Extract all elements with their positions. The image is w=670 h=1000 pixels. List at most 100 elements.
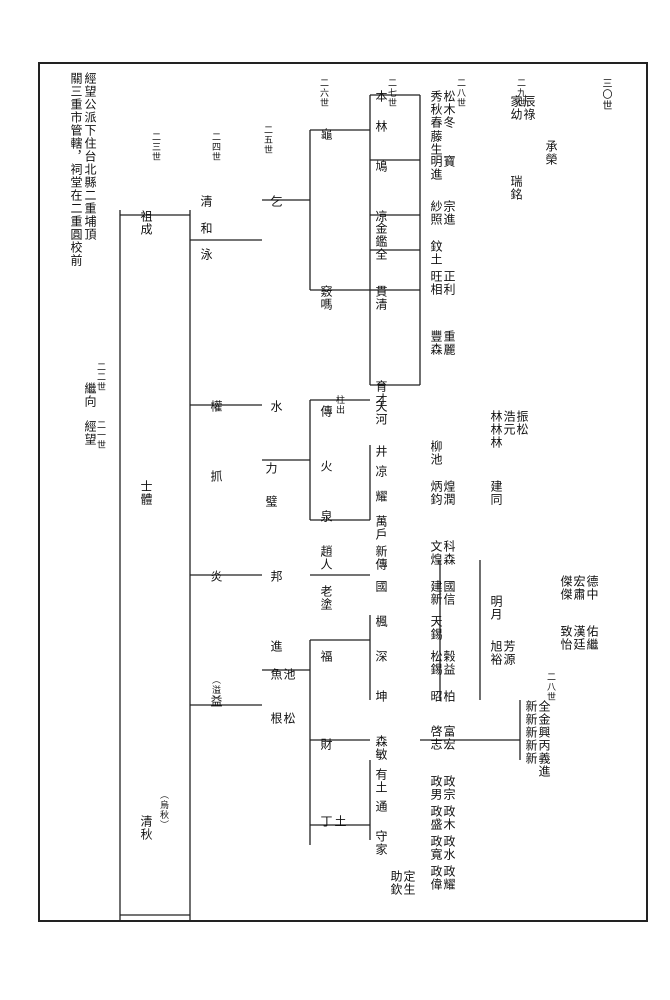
gen-21-label: 二一世	[95, 420, 105, 450]
zhua: 抓	[209, 470, 223, 483]
yan: 炎	[209, 570, 223, 583]
huo: 火	[319, 460, 333, 473]
yucai: 育才	[374, 380, 388, 406]
jinjian: 金鑑	[374, 222, 388, 248]
ji-ming: 竅嗎	[319, 285, 333, 311]
feng: 楓	[374, 615, 388, 628]
qingqiu: 清秋	[139, 815, 153, 841]
guoxin: 國信	[442, 580, 456, 606]
guo: 國	[374, 580, 388, 593]
xin-sub: 全金興丙義進	[537, 700, 551, 778]
songlang: 松錫	[429, 650, 443, 676]
zhengsheng: 政盛	[429, 805, 443, 831]
tong: 通	[374, 800, 388, 813]
li: 力	[264, 462, 278, 475]
zhengzong: 政宗	[442, 775, 456, 801]
gen-30-label: 三〇世	[600, 78, 611, 111]
page-frame	[38, 62, 648, 922]
mingyue: 明月	[489, 595, 503, 621]
zhongli: 重麗	[442, 330, 456, 356]
linlin: 林林林	[489, 410, 503, 449]
zhensong: 振松	[515, 410, 529, 436]
liuchi: 柳池	[429, 440, 443, 466]
xin-names: 新新新新新	[524, 700, 538, 765]
senmin: 森敏	[374, 735, 388, 761]
jiejie: 傑傑	[559, 575, 573, 601]
dezhong: 德中	[585, 575, 599, 601]
zongjin: 宗進	[442, 200, 456, 226]
header-line-2: 關三重市管轄，祠堂在二重圓校前	[69, 72, 83, 267]
jiayou: 家幼	[509, 95, 523, 121]
hanting: 漢廷	[572, 625, 586, 651]
gen-28-bottom: 二八世	[545, 672, 555, 702]
ding: 丁	[319, 815, 333, 828]
lin: 林	[374, 120, 388, 133]
zhu-chu: 柱出	[334, 395, 344, 415]
zhao: 昭	[429, 690, 443, 703]
zuchang: 祖成	[139, 210, 153, 236]
bang: 邦	[269, 570, 283, 583]
ruiming: 瑞銘	[509, 175, 523, 201]
ben: 本	[374, 90, 388, 103]
quan: 權	[209, 400, 223, 413]
zhengyao: 政耀	[442, 865, 456, 891]
zhuqin: 助欽	[389, 870, 403, 896]
dingsheng: 定生	[402, 870, 416, 896]
jing: 井	[374, 445, 388, 458]
laotu: 老塗	[319, 585, 333, 611]
zhengmu: 政木	[442, 805, 456, 831]
xiaozhao: 紗照	[429, 200, 443, 226]
wangxiang: 旺相	[429, 270, 443, 296]
youji: 佑繼	[585, 625, 599, 651]
gen-28-label: 二八世	[455, 78, 465, 108]
yao: 耀	[374, 490, 388, 503]
tu: 土	[333, 815, 347, 828]
gen-25-label: 二五世	[262, 125, 272, 155]
root-ji: 繼向	[83, 382, 97, 408]
chengrong: 承榮	[544, 140, 558, 166]
kesen: 科森	[442, 540, 456, 566]
gen: 根	[269, 712, 283, 725]
liang: 凉	[374, 210, 388, 223]
gen-27-label: 二七世	[386, 78, 396, 108]
qizhi: 啓志	[429, 725, 443, 751]
root-jingwang: 經望	[83, 420, 97, 446]
zhengshui: 政水	[442, 835, 456, 861]
hongsu: 宏肅	[572, 575, 586, 601]
gui: 龜	[319, 128, 333, 141]
jianxin: 建新	[429, 580, 443, 606]
shen-qing: 深	[374, 650, 388, 663]
kun-di: 坤	[374, 690, 388, 703]
yi: 益	[209, 695, 223, 708]
he: 和	[199, 222, 213, 235]
zhi: 乞	[269, 195, 283, 208]
gongtu: 鈫土	[429, 240, 443, 266]
gen-26-label: 二六世	[318, 78, 328, 108]
shui: 水	[269, 400, 283, 413]
yu-chi: 魚	[269, 668, 283, 681]
qing: 清	[199, 195, 213, 208]
songmu: 松木冬	[442, 90, 456, 129]
fu: 福	[319, 650, 333, 663]
song: 松	[282, 712, 296, 725]
jiu: 鳩	[374, 160, 388, 173]
xuhuo: 旭裕	[489, 640, 503, 666]
gen-22-label: 二二世	[95, 362, 105, 392]
bi: 璧	[264, 495, 278, 508]
tengsheng: 藤生	[429, 130, 443, 156]
quan-right: 全	[374, 248, 388, 261]
wenhuang: 文煌	[429, 540, 443, 566]
songqiu: 秀秋春	[429, 90, 443, 129]
zhengkuan: 政寬	[429, 835, 443, 861]
shoujia: 守家	[374, 830, 388, 856]
chenlu: 辰祿	[522, 95, 536, 121]
zhengli: 正利	[442, 270, 456, 296]
chuan: 傳	[319, 405, 333, 418]
xinchuan: 新傳	[374, 545, 388, 571]
youtu: 有土	[374, 768, 388, 794]
fangyuan: 芳源	[502, 640, 516, 666]
jin: 進	[269, 640, 283, 653]
wanhu: 萬戶	[374, 515, 388, 541]
zhiyi: 致怡	[559, 625, 573, 651]
gen-24-label: 二四世	[210, 132, 220, 162]
